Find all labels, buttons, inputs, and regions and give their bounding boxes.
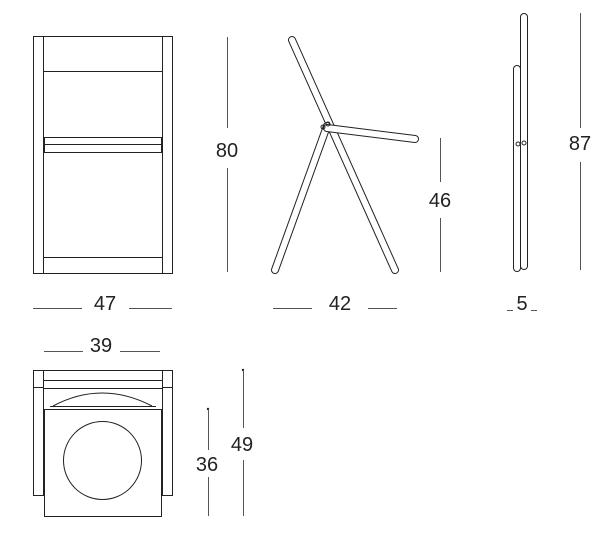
side-view xyxy=(271,36,419,274)
dimension-seat-height: 46 xyxy=(429,138,451,272)
folded-view xyxy=(513,13,528,272)
top-width-label: 39 xyxy=(90,335,112,357)
front-view xyxy=(33,36,173,274)
dimension-top-total-depth: 49 xyxy=(231,368,253,516)
dimension-folded-depth: 5 xyxy=(507,293,537,315)
folded-depth-label: 5 xyxy=(516,293,527,315)
dimension-folded-height: 87 xyxy=(569,13,591,270)
dimension-front-height: 80 xyxy=(216,37,238,272)
top-view xyxy=(33,370,173,517)
front-height-label: 80 xyxy=(216,140,238,162)
dimension-side-depth: 42 xyxy=(273,293,397,315)
dimension-front-width: 47 xyxy=(33,293,172,315)
side-depth-label: 42 xyxy=(329,293,351,315)
folded-height-label: 87 xyxy=(569,133,591,155)
dimension-top-seat-depth: 36 xyxy=(196,407,218,516)
top-total-depth-label: 49 xyxy=(231,434,253,456)
dimension-top-width: 39 xyxy=(44,335,160,357)
seat-height-label: 46 xyxy=(429,190,451,212)
front-width-label: 47 xyxy=(94,293,116,315)
top-seat-depth-label: 36 xyxy=(196,454,218,476)
seat-circle xyxy=(63,421,142,500)
hinge-icon xyxy=(320,124,326,130)
